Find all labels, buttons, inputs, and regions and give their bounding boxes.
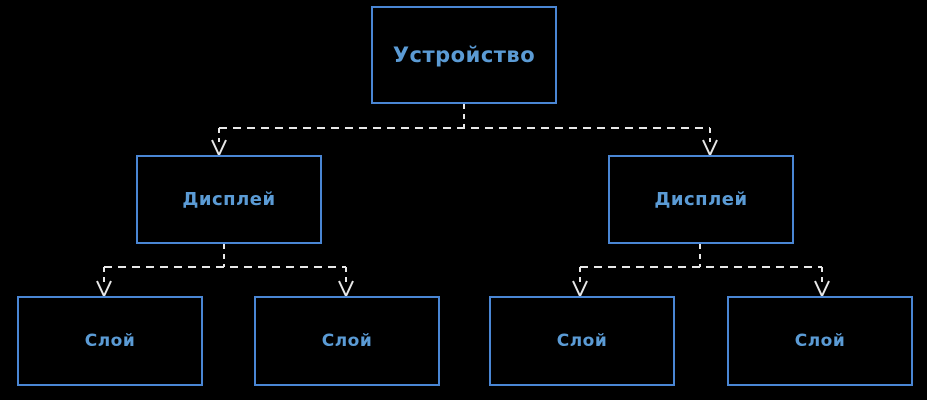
arrowhead-layer-4 <box>814 280 830 299</box>
edge-disp1-to-layers <box>96 244 354 299</box>
node-layer-1[interactable]: Слой <box>17 296 203 386</box>
arrowhead-disp-1 <box>211 139 227 158</box>
node-display-2-label: Дисплей <box>654 189 748 210</box>
arrowhead-disp-2 <box>702 139 718 158</box>
node-layer-3[interactable]: Слой <box>489 296 675 386</box>
node-layer-4[interactable]: Слой <box>727 296 913 386</box>
node-layer-3-label: Слой <box>556 331 608 351</box>
node-layer-2-label: Слой <box>321 331 373 351</box>
node-display-1[interactable]: Дисплей <box>136 155 322 244</box>
node-display-1-label: Дисплей <box>182 189 276 210</box>
arrowhead-layer-2 <box>338 280 354 299</box>
arrowhead-layer-3 <box>572 280 588 299</box>
node-layer-2[interactable]: Слой <box>254 296 440 386</box>
node-device[interactable]: Устройство <box>371 6 557 104</box>
edge-disp2-to-layers <box>572 244 830 299</box>
node-layer-4-label: Слой <box>794 331 846 351</box>
node-display-2[interactable]: Дисплей <box>608 155 794 244</box>
arrowhead-layer-1 <box>96 280 112 299</box>
node-layer-1-label: Слой <box>84 331 136 351</box>
edge-root-to-displays <box>211 104 718 158</box>
node-device-label: Устройство <box>392 43 536 67</box>
